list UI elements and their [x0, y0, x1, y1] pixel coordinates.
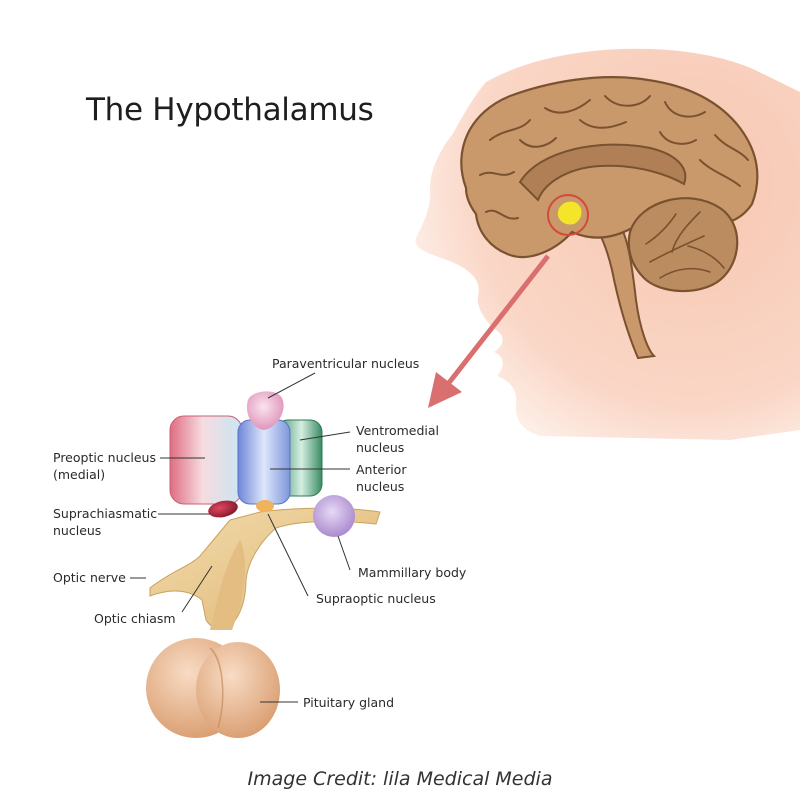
- paraventricular-nucleus: [246, 391, 284, 430]
- leader-lines: [130, 372, 351, 703]
- label-pituitary-gland: Pituitary gland: [303, 695, 395, 710]
- image-credit: Image Credit: lila Medical Media: [247, 768, 553, 790]
- mammillary-body: [313, 495, 355, 537]
- label-optic-chiasm: Optic chiasm: [94, 611, 176, 626]
- preoptic-nucleus: [169, 415, 243, 505]
- label-suprachiasmatic-line1: Suprachiasmatic: [53, 506, 158, 521]
- label-optic-nerve: Optic nerve: [53, 570, 126, 585]
- label-suprachiasmatic-line2: nucleus: [53, 523, 102, 538]
- label-ventromedial-line2: nucleus: [356, 440, 405, 455]
- hypothalamus-location-marker: [547, 194, 589, 236]
- label-anterior-line2: nucleus: [356, 479, 405, 494]
- pituitary-stalk: [210, 540, 246, 630]
- supraoptic-nucleus: [256, 500, 274, 512]
- label-preoptic-line1: Preoptic nucleus: [53, 450, 156, 465]
- pituitary-gland: [146, 638, 280, 738]
- anterior-nucleus: [237, 419, 291, 505]
- cerebellum: [627, 197, 739, 293]
- suprachiasmatic-nucleus: [208, 500, 238, 518]
- brainstem: [588, 210, 657, 360]
- label-preoptic-line2: (medial): [53, 467, 106, 482]
- label-paraventricular-nucleus: Paraventricular nucleus: [272, 356, 420, 371]
- label-mammillary-body: Mammillary body: [358, 565, 467, 580]
- diagram-title: The Hypothalamus: [86, 92, 374, 128]
- label-anterior-line1: Anterior: [356, 462, 407, 477]
- brain-gyri: [479, 95, 749, 220]
- pointer-arrow: [428, 254, 550, 408]
- corpus-callosum: [518, 143, 687, 202]
- label-supraoptic-nucleus: Supraoptic nucleus: [316, 591, 436, 606]
- label-ventromedial-line1: Ventromedial: [356, 423, 440, 438]
